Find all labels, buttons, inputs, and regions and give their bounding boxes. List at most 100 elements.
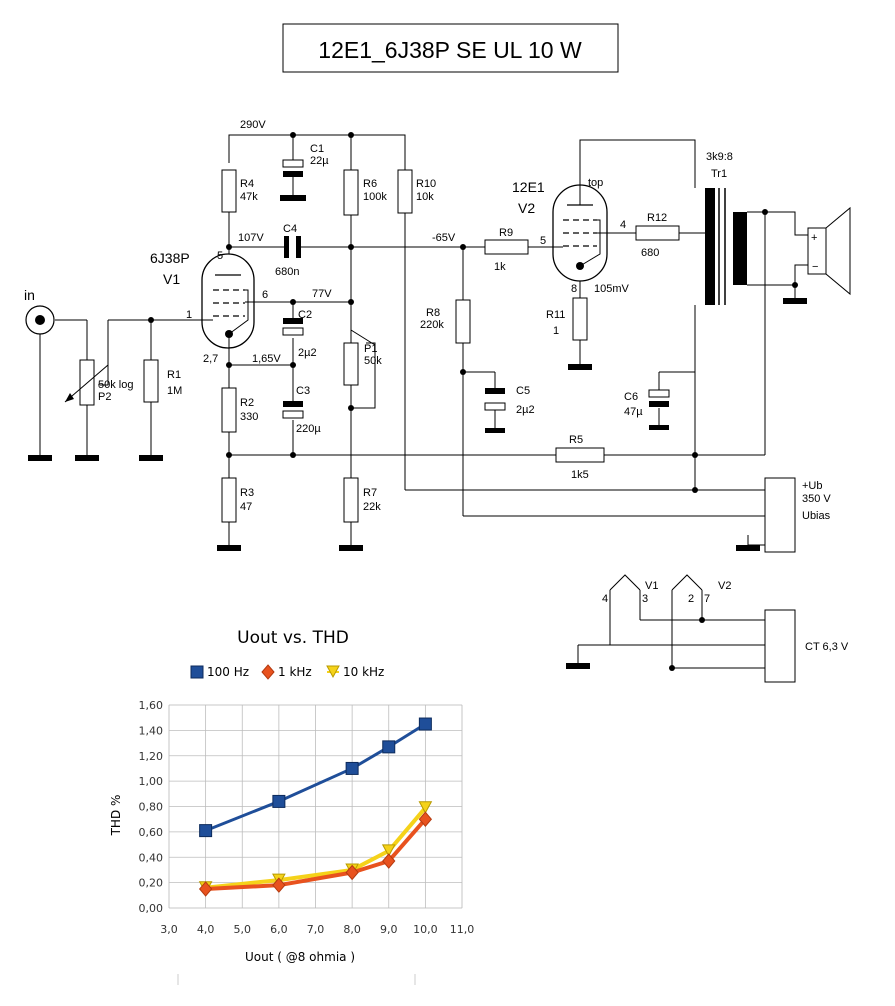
svg-text:V1: V1 <box>645 580 658 592</box>
svg-text:50k log: 50k log <box>98 379 133 391</box>
svg-text:R1: R1 <box>167 369 181 381</box>
svg-text:47µ: 47µ <box>624 406 643 418</box>
svg-text:330: 330 <box>240 411 258 423</box>
input-jack: in <box>24 287 55 335</box>
series-diamond <box>198 811 433 897</box>
y-tick-label: 1,20 <box>139 750 164 763</box>
x-tick-label: 10,0 <box>413 923 438 936</box>
svg-text:350 V: 350 V <box>802 493 831 505</box>
data-point <box>198 881 213 897</box>
legend-marker <box>261 664 275 680</box>
svg-text:4: 4 <box>620 219 626 231</box>
capacitor-c1: C1 22µ <box>280 143 329 201</box>
svg-text:P1: P1 <box>364 343 377 355</box>
svg-text:47k: 47k <box>240 191 258 203</box>
svg-text:220µ: 220µ <box>296 423 321 435</box>
svg-text:-65V: -65V <box>432 232 456 244</box>
resistor-r7: R7 22k <box>343 477 381 523</box>
svg-text:1k5: 1k5 <box>571 469 589 481</box>
svg-text:6: 6 <box>262 289 268 301</box>
y-axis-ticks: 0,000,200,400,600,801,001,201,401,60 <box>139 699 164 915</box>
svg-text:R5: R5 <box>569 434 583 446</box>
svg-text:6J38P: 6J38P <box>150 250 190 266</box>
svg-text:105mV: 105mV <box>594 283 630 295</box>
svg-text:5: 5 <box>217 250 223 262</box>
svg-text:C1: C1 <box>310 143 324 155</box>
x-axis-label: Uout ( @8 ohmia ) <box>245 950 355 964</box>
svg-text:C6: C6 <box>624 391 638 403</box>
svg-text:1M: 1M <box>167 385 182 397</box>
x-tick-label: 4,0 <box>197 923 215 936</box>
svg-text:1: 1 <box>186 309 192 321</box>
svg-text:8: 8 <box>571 283 577 295</box>
capacitor-c6: C6 47µ <box>624 389 670 418</box>
legend-label: 100 Hz <box>207 665 249 679</box>
resistor-r6: R6 100k <box>343 169 387 216</box>
potentiometer-p1: P1 50k <box>343 329 382 386</box>
svg-text:10k: 10k <box>416 191 434 203</box>
x-tick-label: 11,0 <box>450 923 475 936</box>
svg-text:1k: 1k <box>494 261 506 273</box>
svg-text:Tr1: Tr1 <box>711 168 727 180</box>
resistor-r5: R5 1k5 <box>555 434 605 481</box>
svg-text:290V: 290V <box>240 119 266 131</box>
svg-text:R10: R10 <box>416 178 436 190</box>
y-tick-label: 1,00 <box>139 775 164 788</box>
tube-v1: 6J38P V1 1 5 6 2,7 <box>150 250 268 365</box>
title-box: 12E1_6J38P SE UL 10 W <box>282 23 619 73</box>
svg-text:1: 1 <box>553 325 559 337</box>
x-tick-label: 9,0 <box>380 923 398 936</box>
svg-text:680: 680 <box>641 247 659 259</box>
svg-text:R9: R9 <box>499 227 513 239</box>
capacitor-c3: C3 220µ <box>282 385 321 435</box>
svg-text:5: 5 <box>540 235 546 247</box>
svg-text:7: 7 <box>704 593 710 605</box>
speaker-icon: + − <box>807 206 851 296</box>
legend-label: 1 kHz <box>278 665 312 679</box>
resistor-r3: R3 47 <box>221 477 254 523</box>
resistor-r1: R1 1M <box>143 359 182 403</box>
data-point <box>382 853 396 869</box>
heater-connector: CT 6,3 V V1 V2 4 3 2 7 <box>602 580 849 683</box>
x-tick-label: 5,0 <box>234 923 252 936</box>
junction-dots <box>148 132 798 671</box>
svg-text:3k9:8: 3k9:8 <box>706 151 733 163</box>
data-point <box>381 844 396 857</box>
svg-text:47: 47 <box>240 501 252 513</box>
svg-text:2µ2: 2µ2 <box>516 404 535 416</box>
y-tick-label: 0,20 <box>139 877 164 890</box>
svg-text:12E1: 12E1 <box>512 179 545 195</box>
y-tick-label: 0,40 <box>139 851 164 864</box>
svg-text:50k: 50k <box>364 355 382 367</box>
svg-text:2,7: 2,7 <box>203 353 218 365</box>
svg-text:C5: C5 <box>516 385 530 397</box>
data-point <box>418 801 433 814</box>
svg-text:2: 2 <box>688 593 694 605</box>
svg-text:R11: R11 <box>546 309 565 321</box>
resistor-r10: R10 10k <box>397 169 436 214</box>
svg-text:R4: R4 <box>240 178 254 190</box>
y-tick-label: 1,60 <box>139 699 164 712</box>
svg-text:V1: V1 <box>163 271 180 287</box>
svg-text:2µ2: 2µ2 <box>298 347 317 359</box>
data-point <box>272 794 286 808</box>
data-point <box>345 761 359 775</box>
data-point <box>382 740 396 754</box>
data-point <box>199 824 213 838</box>
svg-text:22µ: 22µ <box>310 155 329 167</box>
x-tick-label: 3,0 <box>160 923 178 936</box>
svg-text:V2: V2 <box>718 580 731 592</box>
svg-text:R3: R3 <box>240 487 254 499</box>
svg-text:22k: 22k <box>363 501 381 513</box>
svg-text:4: 4 <box>602 593 608 605</box>
svg-text:R12: R12 <box>647 212 667 224</box>
chart-title: Uout vs. THD <box>237 628 349 648</box>
chart-series <box>198 717 433 897</box>
x-tick-label: 6,0 <box>270 923 288 936</box>
svg-text:220k: 220k <box>420 319 444 331</box>
y-tick-label: 1,40 <box>139 724 164 737</box>
resistor-r9: R9 1k <box>484 227 529 273</box>
